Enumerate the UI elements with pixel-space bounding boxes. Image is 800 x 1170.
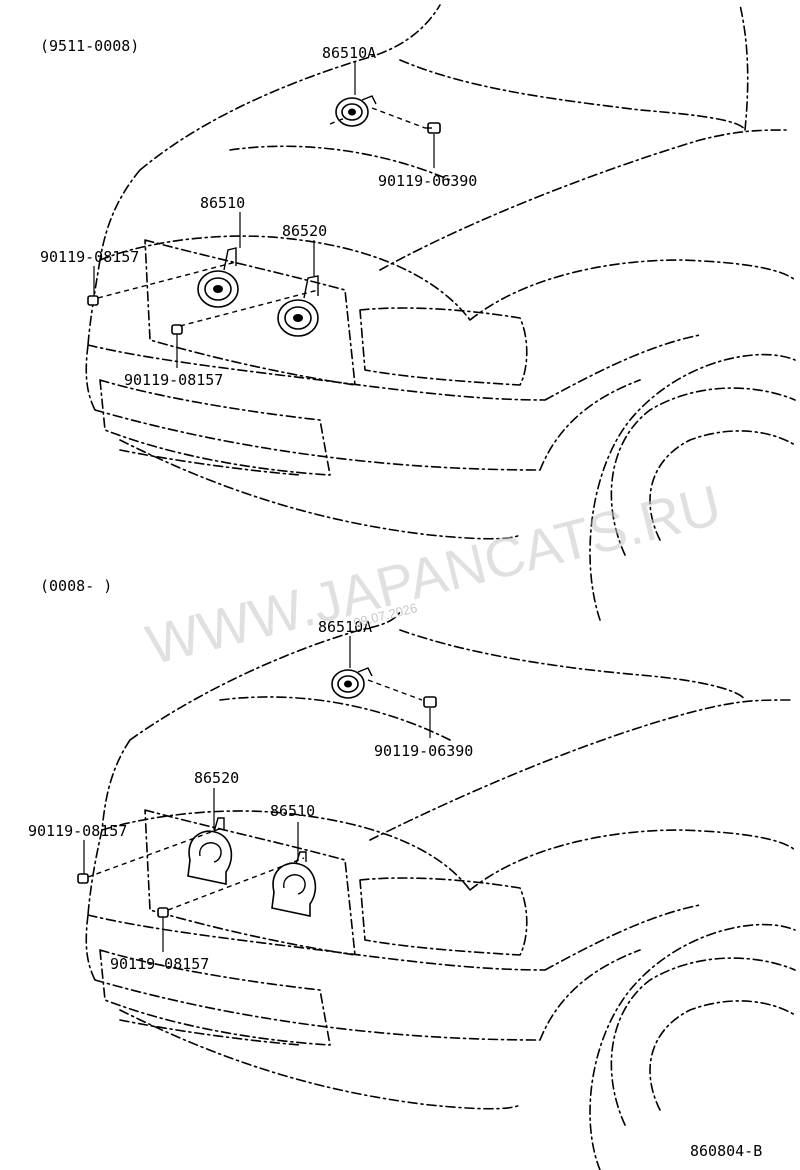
callout-86510-top: 86510	[200, 194, 245, 212]
horn-86510A-top	[335, 95, 377, 127]
grille-bottom	[144, 809, 356, 956]
bolt-90119-08157-b-bottom	[157, 907, 169, 918]
vehicle-outline-bottom	[85, 611, 796, 1110]
horn-86510A-bottom	[331, 667, 373, 699]
section-bottom: (0008- ) 86510A 90119-06390 86520 86510 …	[28, 577, 796, 1170]
range-label-top: (9511-0008)	[40, 37, 139, 55]
callout-90119-06390-top: 90119-06390	[378, 172, 477, 190]
horn-86510-bottom	[271, 851, 317, 917]
horn-86510-top	[197, 247, 239, 308]
figure-id: 860804-B	[690, 1142, 762, 1160]
callout-86510A-top: 86510A	[322, 44, 376, 62]
callout-86510-bottom: 86510	[270, 802, 315, 820]
fastening-lines-bottom	[87, 827, 305, 911]
bumper-bottom	[99, 949, 331, 1046]
callout-90119-08157-a-top: 90119-08157	[40, 248, 139, 266]
callout-86510A-bottom: 86510A	[318, 618, 372, 636]
bolt-90119-08157-a-bottom	[77, 873, 89, 884]
bumper-top	[99, 379, 331, 476]
bolt-90119-08157-a-top	[87, 295, 99, 306]
fastening-lines-top	[97, 261, 319, 327]
vehicle-outline-top	[85, 4, 796, 540]
headlight-bottom	[359, 877, 528, 956]
horn-86520-bottom	[187, 817, 233, 885]
callout-86520-bottom: 86520	[194, 769, 239, 787]
wheel-bottom	[589, 923, 796, 1170]
callout-90119-08157-a-bottom: 90119-08157	[28, 822, 127, 840]
bolt-90119-06390-top	[425, 122, 441, 134]
callout-86520-top: 86520	[282, 222, 327, 240]
leader-dashed-86510A-top	[329, 107, 426, 129]
leader-dashed-86510A-bottom	[367, 679, 423, 701]
range-label-bottom: (0008- )	[40, 577, 112, 595]
bolt-90119-06390-bottom	[423, 696, 437, 708]
callout-90119-08157-b-bottom: 90119-08157	[110, 955, 209, 973]
section-top: (9511-0008) 86510A 90119-06390 86510 865…	[40, 4, 796, 621]
watermark-text: WWW.JAPANCATS.RU	[140, 473, 727, 677]
horn-86520-top	[277, 275, 319, 337]
headlight-top	[359, 307, 528, 386]
grille-top	[144, 239, 356, 386]
wheel-top	[589, 353, 796, 621]
callout-90119-06390-bottom: 90119-06390	[374, 742, 473, 760]
callout-90119-08157-b-top: 90119-08157	[124, 371, 223, 389]
